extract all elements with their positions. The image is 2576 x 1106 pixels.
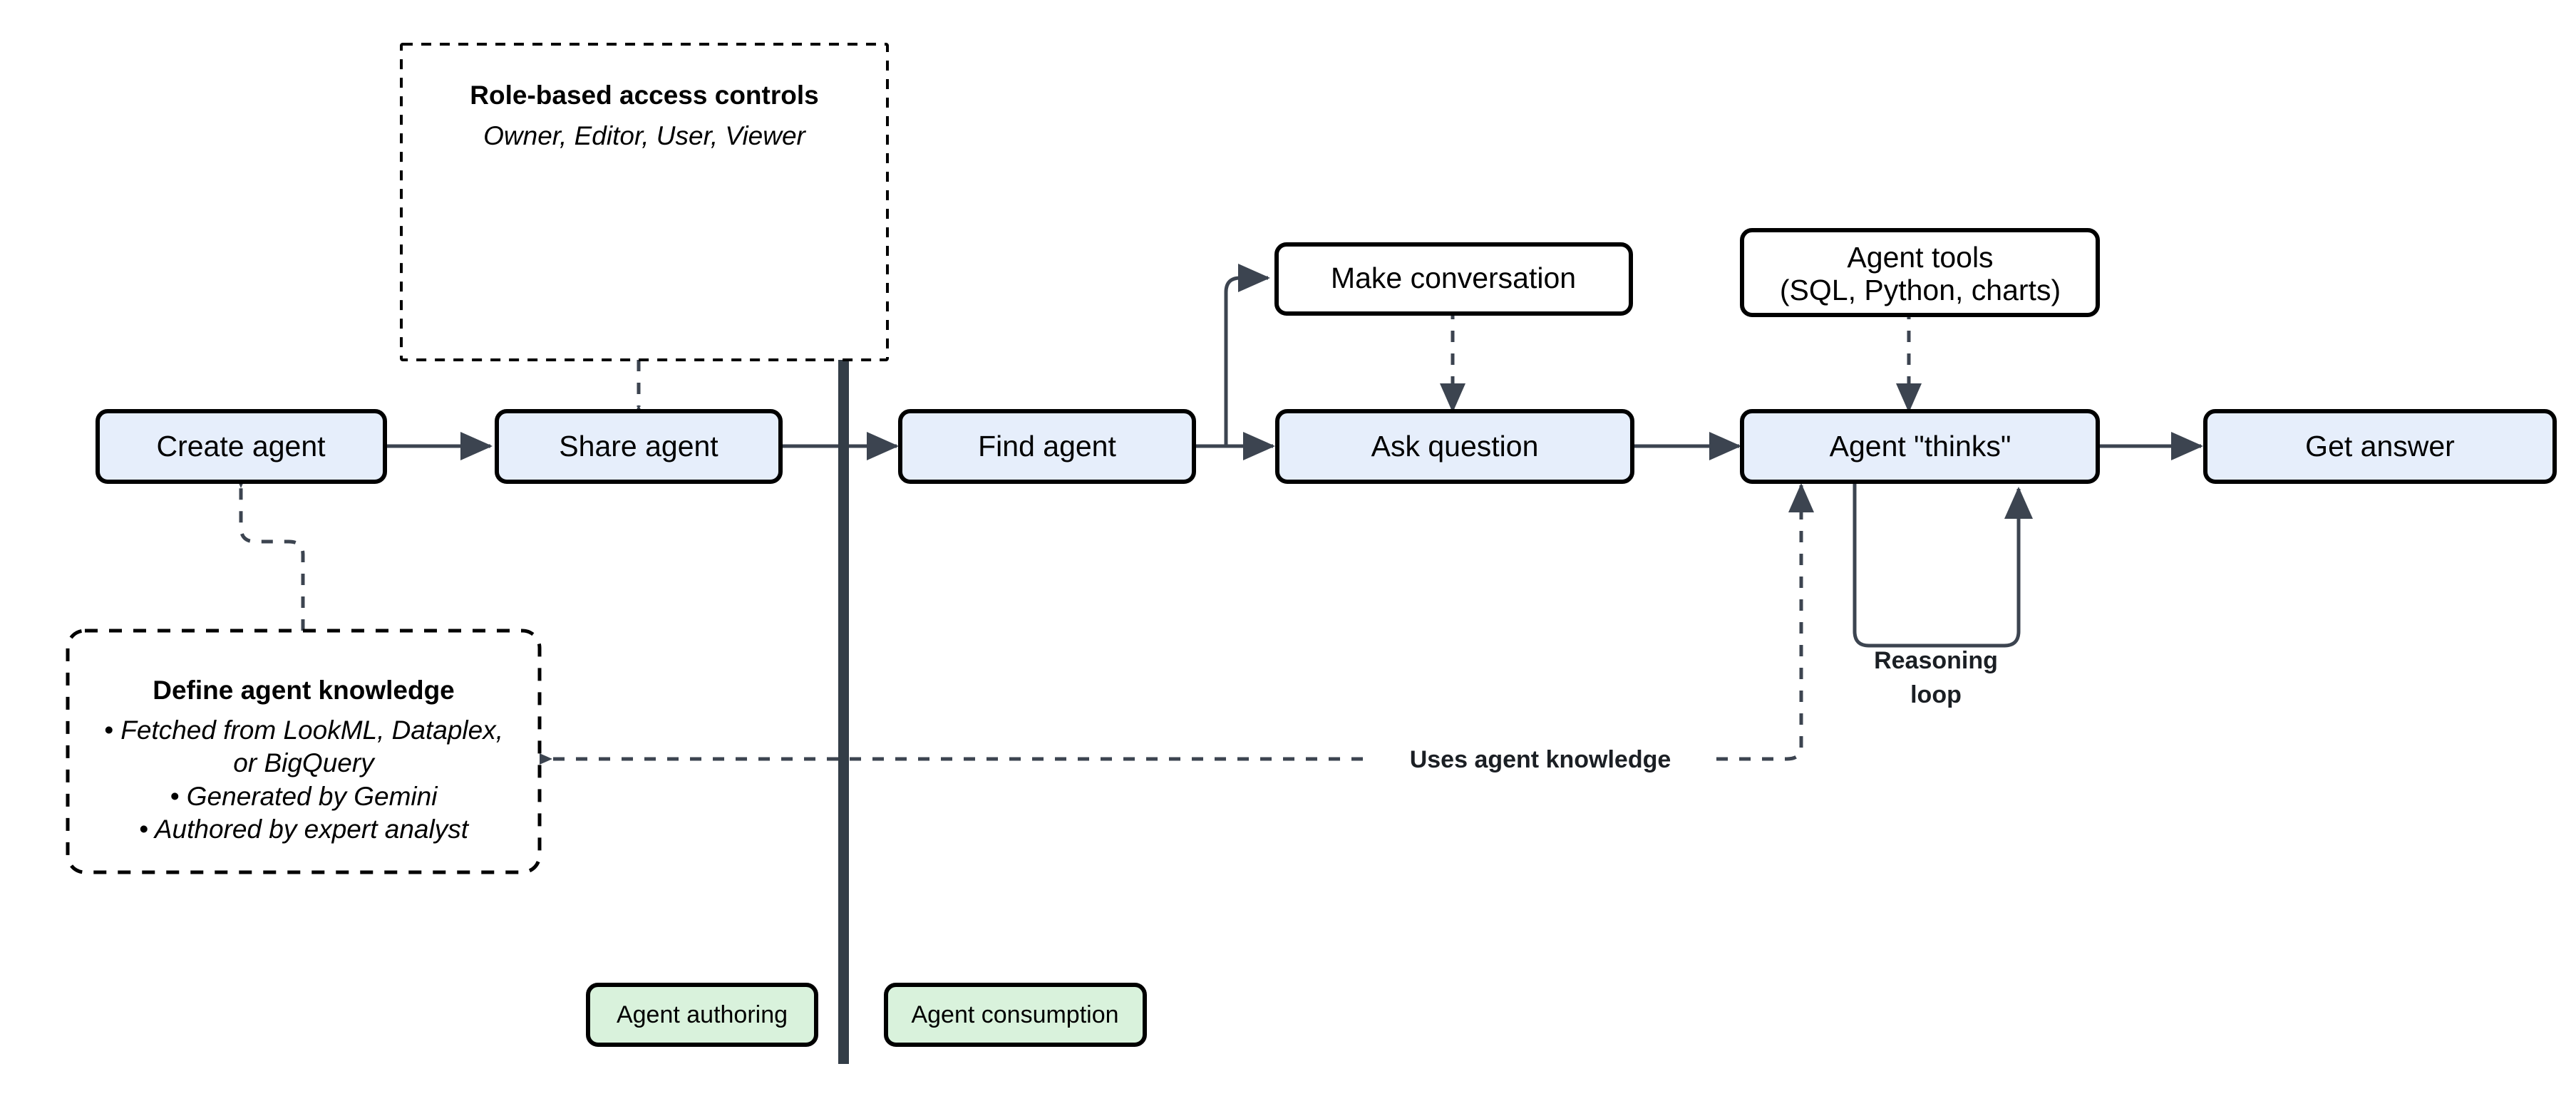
edge-uses-agent-knowledge [523, 482, 1814, 772]
reasoning-loop-label-line-1: Reasoning [1874, 647, 1998, 674]
node-agent-thinks[interactable]: Agent "thinks" [1740, 409, 2100, 484]
node-share-agent[interactable]: Share agent [495, 409, 783, 484]
node-create-agent[interactable]: Create agent [96, 409, 387, 484]
knowledge-note-line-3: • Generated by Gemini [170, 782, 439, 811]
node-agent-tools-line-1: Agent tools [1847, 241, 1993, 274]
edge-reasoning-loop [1853, 482, 2033, 648]
node-find-agent-label: Find agent [978, 430, 1116, 462]
legend-agent-authoring[interactable]: Agent authoring [586, 983, 818, 1047]
knowledge-note-line-1: • Fetched from LookML, Dataplex, [104, 715, 503, 745]
rbac-note: Role-based access controls Owner, Editor… [400, 43, 889, 361]
edge-branch-to-make-conversation [1224, 264, 1271, 446]
knowledge-note-line-2: or BigQuery [233, 748, 376, 777]
legend-agent-consumption[interactable]: Agent consumption [884, 983, 1147, 1047]
rbac-note-line-1: Owner, Editor, User, Viewer [483, 121, 806, 150]
node-make-conversation[interactable]: Make conversation [1274, 242, 1633, 316]
node-create-agent-label: Create agent [156, 430, 326, 462]
node-find-agent[interactable]: Find agent [898, 409, 1196, 484]
knowledge-note: Define agent knowledge • Fetched from Lo… [66, 629, 542, 874]
node-share-agent-label: Share agent [559, 430, 718, 462]
node-agent-tools-line-2: (SQL, Python, charts) [1780, 274, 2061, 306]
section-divider [838, 239, 849, 1064]
uses-agent-knowledge-label: Uses agent knowledge [1410, 746, 1671, 773]
node-agent-thinks-label: Agent "thinks" [1830, 430, 2011, 462]
node-make-conversation-label: Make conversation [1331, 262, 1576, 294]
knowledge-note-line-4: • Authored by expert analyst [139, 815, 470, 844]
node-agent-tools[interactable]: Agent tools (SQL, Python, charts) [1740, 228, 2100, 317]
knowledge-note-title: Define agent knowledge [153, 676, 455, 705]
legend-agent-authoring-label: Agent authoring [617, 1001, 788, 1028]
rbac-note-title: Role-based access controls [470, 81, 818, 110]
edge-knowledge-to-create-agent [228, 459, 305, 631]
node-get-answer-label: Get answer [2305, 430, 2455, 462]
uses-agent-knowledge-label-bg [1371, 741, 1709, 777]
node-ask-question[interactable]: Ask question [1275, 409, 1634, 484]
reasoning-loop-label-line-2: loop [1910, 681, 1962, 708]
node-ask-question-label: Ask question [1371, 430, 1539, 462]
legend-agent-consumption-label: Agent consumption [911, 1001, 1118, 1028]
node-get-answer[interactable]: Get answer [2203, 409, 2557, 484]
